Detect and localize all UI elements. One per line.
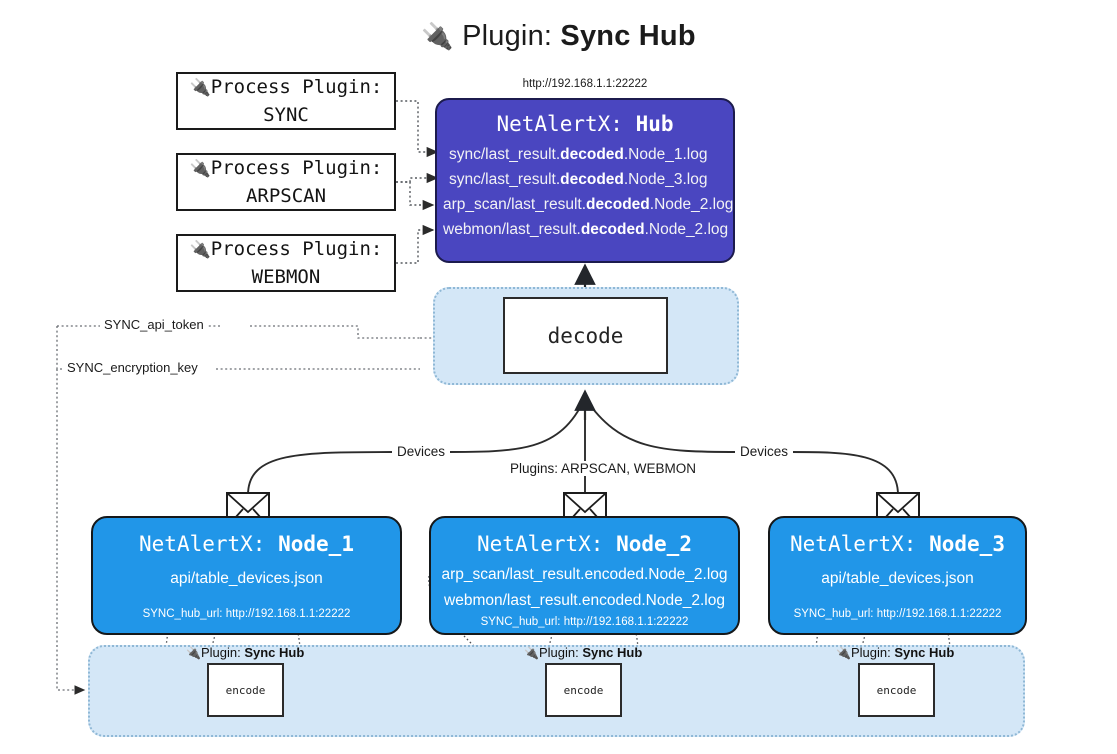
encode-plugin-label-1: 🔌Plugin: Sync Hub — [186, 645, 305, 660]
plug-icon: 🔌 — [421, 21, 454, 51]
node-box-3[interactable]: NetAlertX: Node_3 api/table_devices.json… — [768, 516, 1027, 635]
node-title: NetAlertX: Node_2 — [477, 532, 692, 556]
node-title: NetAlertX: Node_1 — [139, 532, 354, 556]
devices-left-label: Devices — [392, 444, 451, 459]
node-hub-url: SYNC_hub_url: http://192.168.1.1:22222 — [793, 608, 1002, 620]
process-plugin-name: SYNC — [263, 103, 309, 126]
encode-box-3[interactable]: encode — [858, 663, 935, 717]
plug-icon: 🔌 — [186, 646, 201, 660]
plugins-center-label: Plugins: ARPSCAN, WEBMON — [505, 461, 702, 476]
process-plugin-label: Process Plugin: — [210, 237, 383, 260]
encode-label: encode — [563, 683, 604, 697]
page-title-name: Sync Hub — [560, 20, 696, 52]
plug-icon: 🔌 — [836, 646, 851, 660]
page-title: 🔌 Plugin: Sync Hub — [0, 16, 1117, 56]
node-box-1[interactable]: NetAlertX: Node_1 api/table_devices.json… — [91, 516, 402, 635]
hub-log-row: webmon/last_result.decoded.Node_2.log — [443, 221, 729, 238]
node-hub-url: SYNC_hub_url: http://192.168.1.1:22222 — [480, 616, 689, 628]
hub-log-row: sync/last_result.decoded.Node_3.log — [449, 171, 708, 188]
encode-label: encode — [876, 683, 917, 697]
hub-box[interactable]: NetAlertX: Hub sync/last_result.decoded.… — [435, 98, 735, 263]
encode-plugin-label-2: 🔌Plugin: Sync Hub — [524, 645, 643, 660]
process-plugin-webmon[interactable]: 🔌Process Plugin: WEBMON — [176, 234, 396, 292]
plug-icon: 🔌 — [524, 646, 539, 660]
encode-box-2[interactable]: encode — [545, 663, 622, 717]
devices-right-label: Devices — [735, 444, 794, 459]
page-title-prefix: Plugin: — [462, 20, 553, 52]
node-line: webmon/last_result.encoded.Node_2.log — [444, 592, 725, 609]
process-plugin-label: Process Plugin: — [210, 75, 383, 98]
hub-title-name: Hub — [635, 112, 674, 136]
hub-title: NetAlertX: Hub — [437, 112, 733, 136]
hub-url-label: http://192.168.1.1:22222 — [522, 78, 648, 90]
process-plugin-arpscan[interactable]: 🔌Process Plugin: ARPSCAN — [176, 153, 396, 211]
decode-box[interactable]: decode — [503, 297, 668, 374]
node-line: arp_scan/last_result.encoded.Node_2.log — [441, 566, 728, 583]
sync-encryption-key-label: SYNC_encryption_key — [63, 360, 202, 375]
hub-title-prefix: NetAlertX: — [496, 112, 623, 136]
node-line: api/table_devices.json — [170, 570, 323, 587]
process-plugin-name: ARPSCAN — [245, 184, 327, 207]
plug-icon: 🔌 — [189, 77, 211, 98]
plug-icon: 🔌 — [189, 239, 211, 260]
process-plugin-label: Process Plugin: — [210, 156, 383, 179]
encode-box-1[interactable]: encode — [207, 663, 284, 717]
node-box-2[interactable]: NetAlertX: Node_2 arp_scan/last_result.e… — [429, 516, 740, 635]
sync-api-token-label: SYNC_api_token — [100, 317, 208, 332]
node-line: api/table_devices.json — [821, 570, 974, 587]
node-title: NetAlertX: Node_3 — [790, 532, 1005, 556]
encode-plugin-label-3: 🔌Plugin: Sync Hub — [836, 645, 955, 660]
encode-label: encode — [225, 683, 266, 697]
node-hub-url: SYNC_hub_url: http://192.168.1.1:22222 — [142, 608, 351, 620]
hub-log-row: sync/last_result.decoded.Node_1.log — [449, 146, 708, 163]
decode-label: decode — [547, 323, 624, 348]
process-plugin-sync[interactable]: 🔌Process Plugin: SYNC — [176, 72, 396, 130]
process-plugin-name: WEBMON — [251, 265, 321, 288]
plug-icon: 🔌 — [189, 158, 211, 179]
hub-log-row: arp_scan/last_result.decoded.Node_2.log — [443, 196, 734, 213]
